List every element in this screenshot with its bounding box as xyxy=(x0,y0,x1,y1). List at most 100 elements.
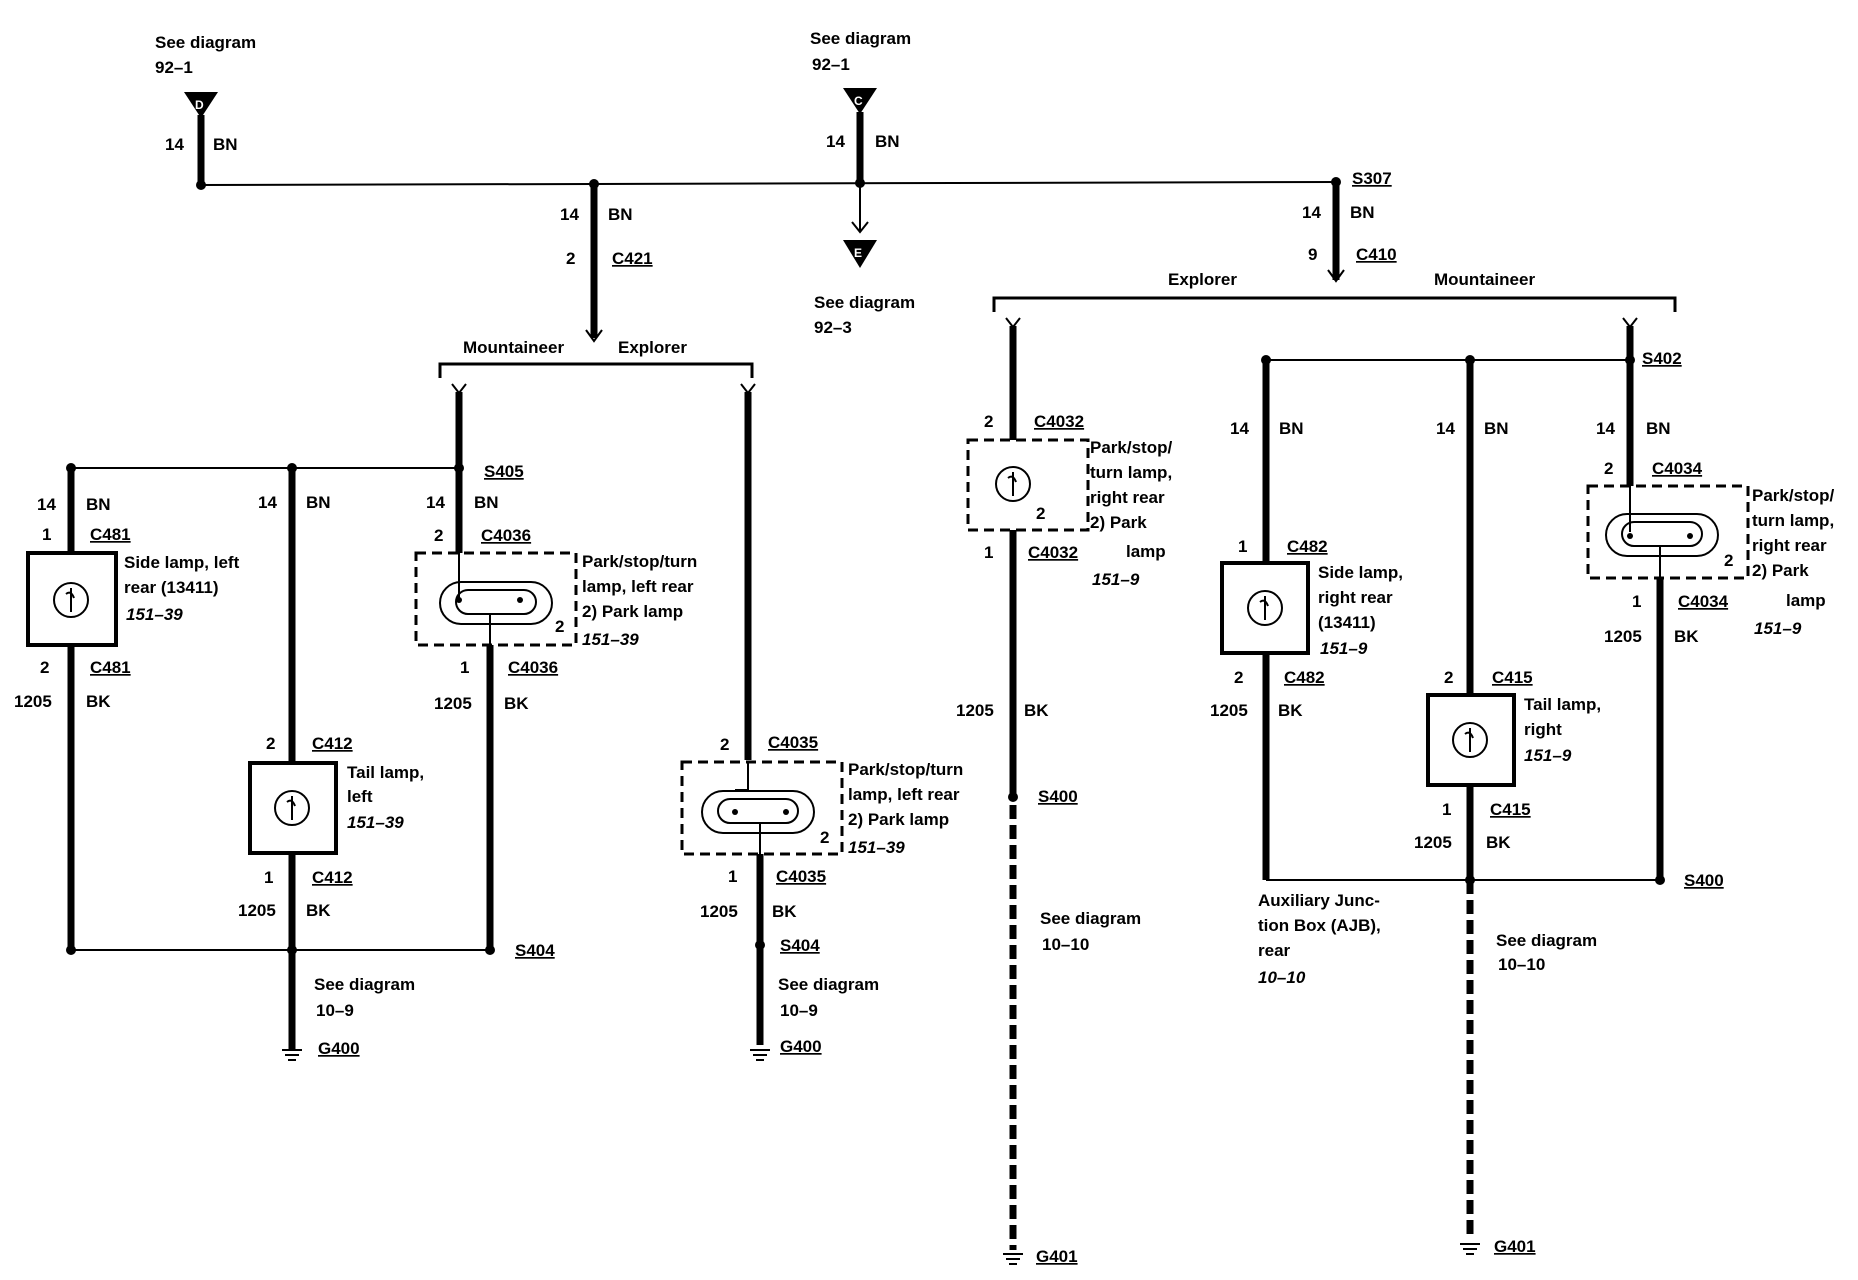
svg-text:14: 14 xyxy=(37,495,56,514)
svg-text:1205: 1205 xyxy=(956,701,994,720)
svg-text:14: 14 xyxy=(426,493,445,512)
svg-text:Mountaineer: Mountaineer xyxy=(1434,270,1535,289)
svg-text:92–1: 92–1 xyxy=(812,55,850,74)
svg-text:151–9: 151–9 xyxy=(1320,639,1368,658)
lamp-c4035: 2 C4035 2 1 C4035 1205 BK Park/stop/turn… xyxy=(680,383,963,1061)
svg-text:151–39: 151–39 xyxy=(582,630,639,649)
svg-text:turn lamp,: turn lamp, xyxy=(1752,511,1834,530)
svg-text:1205: 1205 xyxy=(700,902,738,921)
svg-text:See diagram: See diagram xyxy=(778,975,879,994)
svg-text:right rear: right rear xyxy=(1090,488,1165,507)
svg-text:1205: 1205 xyxy=(1414,833,1452,852)
svg-text:S400: S400 xyxy=(1038,787,1078,806)
svg-text:151–39: 151–39 xyxy=(126,605,183,624)
svg-text:1: 1 xyxy=(728,867,737,886)
svg-text:92–3: 92–3 xyxy=(814,318,852,337)
bulb-icon xyxy=(53,582,89,618)
lamp-c415: 14 BN 2 C415 1 C415 1205 BK Tail lamp, r… xyxy=(1414,360,1601,880)
svg-text:See diagram: See diagram xyxy=(314,975,415,994)
svg-text:Auxiliary Junc-: Auxiliary Junc- xyxy=(1258,891,1380,910)
svg-text:Explorer: Explorer xyxy=(1168,270,1237,289)
svg-text:See diagram: See diagram xyxy=(155,33,256,52)
top-bus xyxy=(199,181,1341,186)
svg-text:lamp, left rear: lamp, left rear xyxy=(848,785,960,804)
ground-icon xyxy=(750,1049,770,1061)
svg-text:turn lamp,: turn lamp, xyxy=(1090,463,1172,482)
svg-text:C4034: C4034 xyxy=(1678,592,1729,611)
svg-text:lamp, left rear: lamp, left rear xyxy=(582,577,694,596)
svg-text:2: 2 xyxy=(555,617,564,636)
svg-text:rear: rear xyxy=(1258,941,1291,960)
lamp-c4032: 2 C4032 2 1 C4032 1205 BK Park/stop/ tur… xyxy=(956,317,1172,1266)
svg-text:14: 14 xyxy=(1230,419,1249,438)
lamp-c4036: 14 BN 2 C4036 2 1 C4036 1205 BK Park/sto… xyxy=(414,468,697,950)
svg-text:Park/stop/: Park/stop/ xyxy=(1752,486,1834,505)
svg-text:C4035: C4035 xyxy=(768,733,818,752)
svg-text:BN: BN xyxy=(608,205,633,224)
lamp-c4034: 14 BN 2 C4034 2 1 C4034 1205 BK Park/sto… xyxy=(1586,360,1834,880)
left-ground-bus: S404 See diagram 10–9 G400 xyxy=(66,941,555,1061)
svg-text:14: 14 xyxy=(826,132,845,151)
left-branch: 14 BN 2 C421 Mountaineer Explorer xyxy=(438,179,754,378)
svg-text:E: E xyxy=(854,246,862,260)
svg-text:2: 2 xyxy=(1036,504,1045,523)
svg-text:S404: S404 xyxy=(780,936,820,955)
svg-text:C481: C481 xyxy=(90,525,131,544)
svg-text:1205: 1205 xyxy=(1604,627,1642,646)
svg-text:2) Park: 2) Park xyxy=(1752,561,1809,580)
svg-text:2: 2 xyxy=(720,735,729,754)
svg-text:right rear: right rear xyxy=(1752,536,1827,555)
svg-text:BK: BK xyxy=(1278,701,1303,720)
dual-bulb-icon xyxy=(439,581,553,625)
svg-text:S400: S400 xyxy=(1684,871,1724,890)
svg-text:10–10: 10–10 xyxy=(1042,935,1089,954)
svg-text:G400: G400 xyxy=(318,1039,360,1058)
svg-text:151–39: 151–39 xyxy=(848,838,905,857)
svg-text:2) Park lamp: 2) Park lamp xyxy=(848,810,949,829)
svg-text:C421: C421 xyxy=(612,249,653,268)
svg-text:10–10: 10–10 xyxy=(1258,968,1306,987)
svg-text:14: 14 xyxy=(1596,419,1615,438)
svg-text:lamp: lamp xyxy=(1126,542,1166,561)
svg-text:S405: S405 xyxy=(484,462,524,481)
svg-text:BN: BN xyxy=(306,493,331,512)
svg-text:C415: C415 xyxy=(1490,800,1531,819)
svg-text:BN: BN xyxy=(213,135,238,154)
svg-text:BN: BN xyxy=(875,132,900,151)
svg-text:C4036: C4036 xyxy=(481,526,531,545)
svg-text:right: right xyxy=(1524,720,1562,739)
svg-text:See diagram: See diagram xyxy=(814,293,915,312)
svg-text:G401: G401 xyxy=(1036,1247,1078,1266)
svg-text:S307: S307 xyxy=(1352,169,1392,188)
svg-text:1205: 1205 xyxy=(238,901,276,920)
svg-text:1: 1 xyxy=(984,543,993,562)
svg-text:9: 9 xyxy=(1308,245,1317,264)
svg-text:14: 14 xyxy=(560,205,579,224)
connector-c-icon xyxy=(843,88,877,114)
connector-d-icon xyxy=(184,92,218,118)
svg-text:14: 14 xyxy=(1436,419,1455,438)
connector-e-icon xyxy=(843,240,877,268)
svg-text:BK: BK xyxy=(772,902,797,921)
svg-text:1205: 1205 xyxy=(1210,701,1248,720)
svg-text:S404: S404 xyxy=(515,941,555,960)
svg-text:1: 1 xyxy=(1238,537,1247,556)
lamp-c481: 14 BN 1 C481 2 C481 1205 BK Side lamp, l… xyxy=(14,468,240,950)
svg-text:151–9: 151–9 xyxy=(1524,746,1572,765)
svg-text:14: 14 xyxy=(165,135,184,154)
svg-text:See diagram: See diagram xyxy=(1496,931,1597,950)
svg-text:1: 1 xyxy=(264,868,273,887)
svg-text:2: 2 xyxy=(566,249,575,268)
svg-text:2: 2 xyxy=(820,828,829,847)
svg-text:BK: BK xyxy=(504,694,529,713)
svg-text:C4032: C4032 xyxy=(1034,412,1084,431)
bulb-icon xyxy=(274,790,310,826)
svg-text:151–9: 151–9 xyxy=(1092,570,1140,589)
svg-text:BN: BN xyxy=(1646,419,1671,438)
svg-text:rear (13411): rear (13411) xyxy=(124,578,219,597)
svg-text:2: 2 xyxy=(40,658,49,677)
svg-text:See diagram: See diagram xyxy=(1040,909,1141,928)
dual-bulb-icon xyxy=(701,790,815,834)
svg-text:C4036: C4036 xyxy=(508,658,558,677)
